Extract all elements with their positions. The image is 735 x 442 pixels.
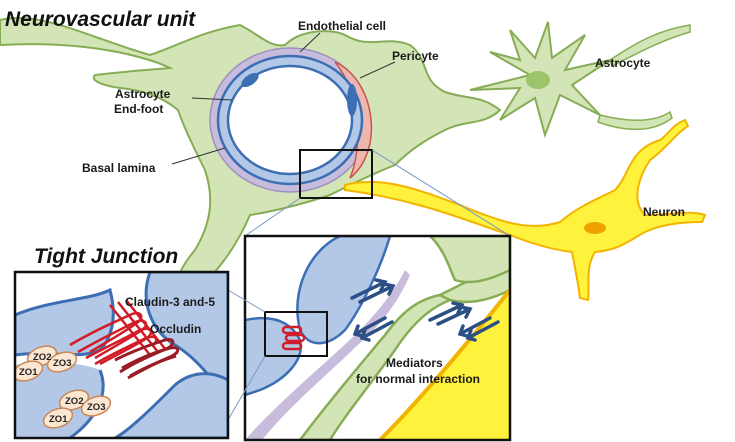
label-mediators-line1: Mediators: [386, 356, 443, 370]
label-astrocyte: Astrocyte: [595, 56, 651, 70]
zo-label-1: ZO2: [33, 352, 51, 363]
zoom-box-vessel: [299, 149, 373, 199]
zoom-panel: [243, 234, 512, 442]
label-astrocyte-line1: Astrocyte: [115, 87, 171, 101]
zo-label-4: ZO2: [65, 396, 83, 407]
label-mediators-line2: for normal interaction: [356, 372, 480, 386]
tight-junction-small: [281, 325, 306, 351]
occludin-strands: [114, 338, 180, 380]
neuron: [344, 118, 707, 302]
label-endfoot-line2: End-foot: [114, 102, 163, 116]
astrocyte-cell: [469, 21, 691, 139]
main-title: Neurovascular unit: [5, 8, 196, 31]
label-claudin: Claudin-3 and-5: [125, 295, 215, 309]
label-occludin: Occludin: [150, 322, 201, 336]
zoom-line-left: [244, 197, 301, 237]
leader-lines: [171, 32, 396, 165]
zoom-line-junction-bottom: [227, 355, 266, 421]
zoom-line-right: [371, 149, 511, 237]
label-pericyte: Pericyte: [392, 49, 439, 63]
zo-label-5: ZO1: [49, 414, 68, 425]
zo-label-3: ZO3: [53, 358, 71, 369]
zo-label-6: ZO3: [87, 402, 105, 413]
label-endothelial-cell: Endothelial cell: [298, 19, 386, 33]
zoom-box-junction: [264, 311, 328, 357]
label-basal-lamina: Basal lamina: [82, 161, 156, 175]
zo-proteins: ZO2 ZO1 ZO3 ZO2 ZO1 ZO3: [15, 345, 112, 429]
mediator-arrows: [350, 278, 500, 342]
inset-title: Tight Junction: [34, 245, 178, 268]
label-neuron: Neuron: [643, 205, 685, 219]
tight-junction-inset: ZO2 ZO1 ZO3 ZO2 ZO1 ZO3: [13, 270, 230, 440]
zoom-line-junction-top: [227, 289, 266, 313]
blood-vessel: [209, 47, 373, 193]
zo-label-2: ZO1: [19, 367, 38, 378]
